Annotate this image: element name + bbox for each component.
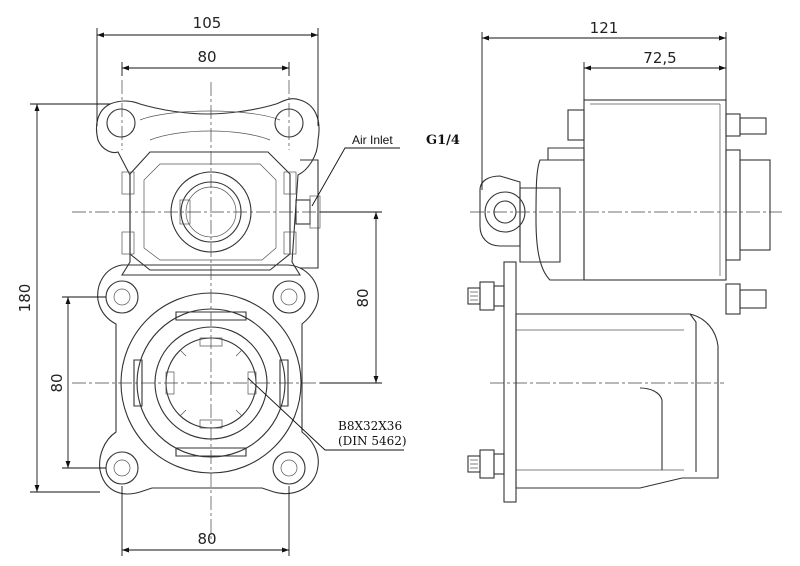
valve-housing [129,151,291,271]
top-left-hole [106,108,136,138]
spline-standard: (DIN 5462) [338,434,407,448]
spline-spec: B8X32X36 [338,419,402,433]
side-valve-block [583,99,727,281]
mid-left-hole [105,280,139,314]
dim-121: 121 [590,19,619,37]
dim-105: 105 [193,14,222,32]
front-upper-body [95,98,320,276]
dim-180: 180 [16,284,34,313]
side-air-fitting [479,175,521,247]
dim-80-right: 80 [354,288,372,307]
front-annotations: Air Inlet G1/4 B8X32X36 (DIN 5462) [247,133,460,451]
side-bolt-upper [467,281,505,311]
air-inlet-thread: G1/4 [426,133,460,148]
side-bolt-lower [467,449,505,479]
dim-80-left: 80 [48,373,66,392]
dim-72-5: 72,5 [643,49,676,67]
side-view [467,99,782,503]
mid-right-hole [272,280,306,314]
dim-80-bottom: 80 [197,530,216,548]
side-dimensions: 121 72,5 [481,19,727,190]
bottom-right-hole [272,451,306,485]
front-view [72,80,350,540]
dim-80-top: 80 [197,48,216,66]
side-lower-body [515,313,719,489]
side-mount-plate [503,261,517,503]
front-dimensions: 105 80 180 80 80 80 [16,14,382,556]
air-inlet-label: Air Inlet [352,133,393,147]
bottom-left-hole [105,451,139,485]
front-lower-body [97,264,319,495]
